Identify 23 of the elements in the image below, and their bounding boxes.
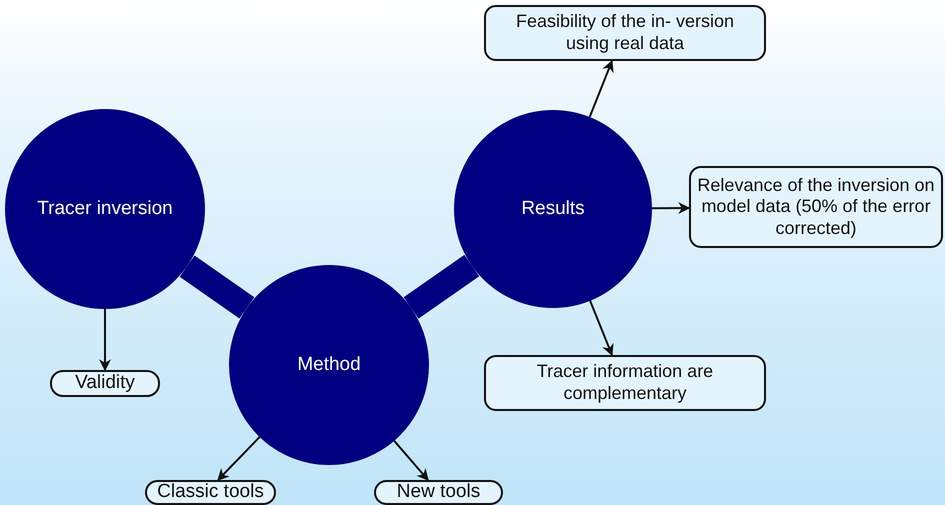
node-text: Classic tools [157, 481, 264, 504]
arrow [652, 202, 690, 214]
node-text: Feasibility of the in- version using real data [514, 11, 736, 55]
text-box [484, 5, 766, 61]
connector-band [404, 254, 480, 319]
arrow [393, 440, 429, 481]
text-box [50, 370, 160, 397]
node-text: Validity [75, 372, 135, 395]
arrow [99, 309, 111, 372]
node-text: Relevance of the inversion on model data (50% of the error corrected) [696, 174, 936, 240]
topic-label: Tracer inversion [37, 198, 173, 220]
text-box [145, 480, 276, 505]
arrow [588, 60, 614, 118]
arrow [217, 436, 260, 481]
arrow [589, 300, 614, 356]
text-box [374, 480, 503, 505]
node-text: Tracer information are complementary [536, 361, 714, 405]
text-box [689, 166, 943, 248]
topic-label: Method [297, 354, 361, 376]
connector-band [180, 255, 254, 319]
topic-label: Results [521, 198, 585, 220]
text-box [484, 355, 766, 411]
node-text: New tools [396, 481, 480, 504]
